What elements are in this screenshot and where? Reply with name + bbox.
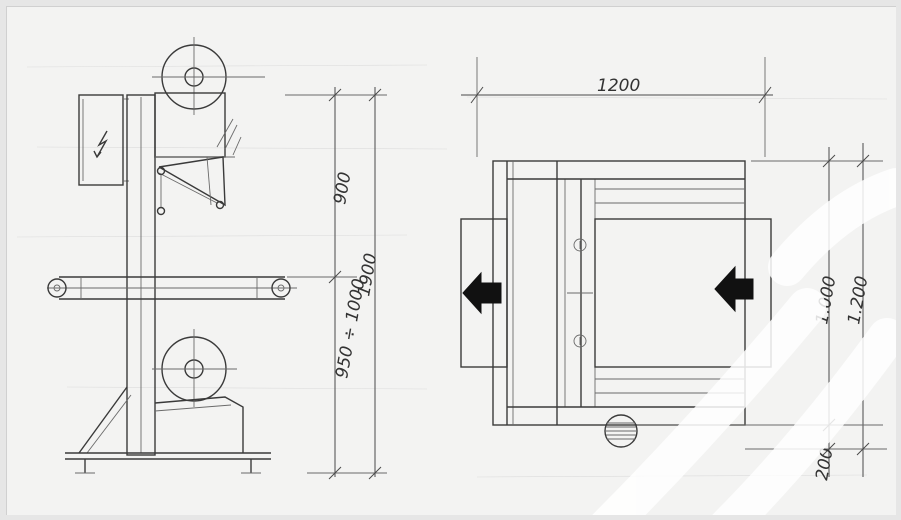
horizontal-belt	[47, 276, 297, 300]
arrow-left-icon	[714, 265, 754, 313]
machine-base	[65, 452, 271, 474]
roll-hatching	[605, 422, 637, 440]
top-roll	[152, 37, 265, 115]
dimension-plan-width: 1200	[597, 76, 640, 96]
drawing-sheet: 900 950 ÷ 1000 1900 1200	[6, 6, 896, 515]
dimension-side-upper: 900	[330, 170, 355, 205]
dimension-side-total: 1900	[354, 252, 381, 298]
watermark	[592, 168, 896, 515]
lightning-bolt-icon	[93, 130, 108, 159]
dimension-plan-total: 1.200	[844, 274, 872, 325]
plan-dimension-top	[461, 57, 773, 157]
arrow-left-icon	[462, 271, 502, 315]
electrical-box	[78, 94, 129, 186]
technical-drawing: 900 950 ÷ 1000 1900 1200	[16, 37, 896, 515]
side-dimensions	[285, 87, 387, 480]
paper-texture	[16, 64, 888, 478]
bottom-roll	[152, 329, 237, 407]
lower-housing	[78, 386, 244, 454]
tensioner-assembly	[154, 92, 242, 216]
central-column	[126, 94, 156, 456]
side-view	[47, 37, 297, 474]
